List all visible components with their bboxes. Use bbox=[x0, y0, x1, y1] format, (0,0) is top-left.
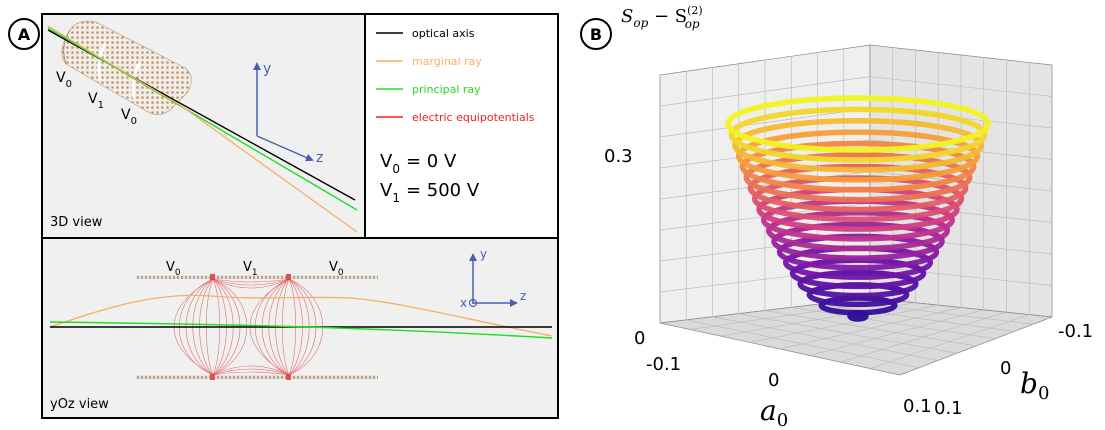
paraboloid-ring bbox=[735, 129, 981, 183]
svg-text:V1: V1 bbox=[88, 91, 104, 111]
svg-text:V0: V0 bbox=[329, 260, 344, 278]
paraboloid-ring bbox=[728, 106, 988, 163]
view2d-label: yOz view bbox=[50, 397, 109, 412]
voltage-values: V0= 0 V V1= 500 V bbox=[380, 151, 480, 205]
equipotential-line bbox=[212, 368, 290, 376]
view2d-panel bbox=[41, 237, 559, 419]
b-tick-zero: 0 bbox=[1000, 358, 1011, 379]
legend-label-0: optical axis bbox=[412, 27, 475, 40]
voltage-v1: V1= 500 V bbox=[380, 180, 480, 205]
legend-label-1: marginal ray bbox=[412, 55, 482, 68]
y-axis-label: y bbox=[263, 61, 271, 77]
paraboloid-ring bbox=[747, 163, 969, 213]
paraboloid-ring bbox=[765, 210, 951, 252]
marginal-ray-2d bbox=[49, 294, 553, 337]
svg-text:V1: V1 bbox=[243, 260, 258, 278]
axes-2d: y x z bbox=[460, 247, 526, 310]
panel-a-badge: A bbox=[8, 18, 40, 50]
paraboloid-rings bbox=[725, 95, 991, 322]
panel-b-badge: B bbox=[580, 18, 612, 50]
view3d-label: 3D view bbox=[50, 215, 103, 230]
axes-3d: y z bbox=[253, 61, 323, 166]
paraboloid-ring bbox=[739, 140, 977, 193]
a-tick-zero: 0 bbox=[768, 370, 779, 391]
equipotential-line bbox=[212, 278, 290, 283]
rays-3d bbox=[47, 25, 358, 233]
electrode-rails-2d bbox=[136, 274, 378, 380]
svg-text:z: z bbox=[520, 289, 526, 303]
equipotential-line bbox=[212, 371, 290, 376]
a-tick-pos: 0.1 bbox=[903, 396, 932, 417]
panel-a: A V0 V1 V0 y bbox=[8, 13, 559, 419]
paraboloid-ring bbox=[771, 221, 945, 261]
z-tick-high: 0.3 bbox=[604, 146, 633, 167]
a0-axis-label: a0 bbox=[760, 394, 788, 430]
equipotential-line bbox=[212, 278, 290, 289]
legend: optical axis marginal ray principal ray ele… bbox=[376, 27, 535, 124]
x-axis-out-of-plane-icon bbox=[468, 298, 478, 308]
b-tick-pos: 0.1 bbox=[934, 398, 963, 419]
legend-panel bbox=[364, 13, 559, 239]
svg-text:x: x bbox=[460, 296, 467, 310]
electrode-labels-3d: V0 V1 V0 bbox=[56, 70, 137, 127]
z-axis-label: Sop − S(2)op bbox=[621, 4, 703, 31]
principal-ray-3d bbox=[47, 27, 358, 211]
panel-b: B Sop − S(2)op 0.3 0 -0.1 0 0.1 0.1 0 -0… bbox=[580, 4, 1093, 430]
principal-ray-2d bbox=[49, 321, 553, 339]
svg-text:V0: V0 bbox=[166, 260, 181, 278]
legend-label-2: principal ray bbox=[412, 83, 481, 96]
b0-axis-label: b0 bbox=[1020, 367, 1049, 404]
legend-label-3: electric equipotentials bbox=[412, 111, 535, 124]
svg-text:B: B bbox=[590, 25, 602, 44]
a-tick-neg: -0.1 bbox=[646, 354, 681, 375]
b-tick-neg: -0.1 bbox=[1058, 321, 1093, 342]
equipotential-line bbox=[212, 365, 290, 376]
voltage-v0: V0= 0 V bbox=[380, 151, 457, 176]
z-tick-zero: 0 bbox=[634, 328, 645, 349]
paraboloid-ring bbox=[732, 117, 984, 173]
z-axis-arrow-icon bbox=[256, 135, 314, 162]
marginal-ray-3d bbox=[47, 25, 358, 233]
paraboloid-ring bbox=[743, 152, 973, 203]
svg-text:V0: V0 bbox=[56, 70, 72, 90]
svg-text:V0: V0 bbox=[121, 107, 137, 127]
electrode-labels-2d: V0 V1 V0 bbox=[166, 260, 344, 278]
paraboloid-ring bbox=[797, 269, 919, 299]
rays-2d bbox=[49, 294, 553, 339]
paraboloid-ring bbox=[725, 95, 991, 153]
equipotential-line bbox=[212, 278, 290, 286]
svg-text:y: y bbox=[480, 247, 487, 261]
svg-text:A: A bbox=[18, 25, 31, 44]
z-axis-label: z bbox=[316, 150, 323, 166]
